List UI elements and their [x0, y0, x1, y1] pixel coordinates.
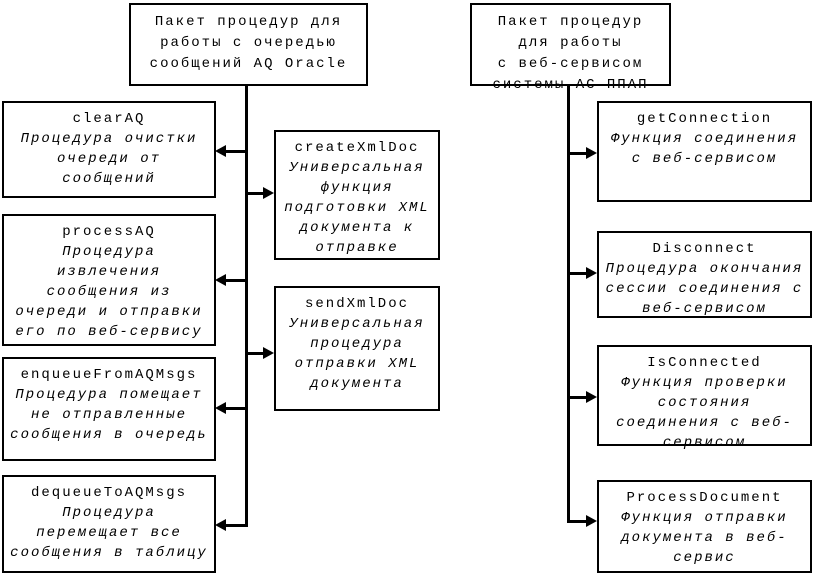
- connector-line: [567, 520, 588, 523]
- arrow-right-icon: [586, 267, 597, 279]
- procedure-box-dequeuetoaqmsgs: dequeueToAQMsgs Процедура перемещает все…: [2, 475, 216, 573]
- package-box-web-service: Пакет процедур для работы с веб-сервисом…: [470, 3, 671, 93]
- procedure-description: Процедура перемещает все сообщения в таб…: [10, 505, 208, 561]
- procedure-box-processaq: processAQ Процедура извлечения сообщения…: [2, 214, 216, 346]
- arrow-right-icon: [263, 347, 274, 359]
- connector-trunk-left: [245, 86, 248, 527]
- procedure-description: Процедура помещает не отправленные сообщ…: [10, 387, 208, 443]
- procedure-box-clearaq: clearAQ Процедура очистки очереди от соо…: [2, 101, 216, 198]
- procedure-title: createXmlDoc: [294, 140, 420, 156]
- procedure-title: clearAQ: [72, 111, 146, 127]
- arrow-left-icon: [215, 402, 226, 414]
- procedure-title: IsConnected: [647, 355, 762, 371]
- procedure-box-sendxmldoc: sendXmlDoc Универсальная процедура отпра…: [274, 286, 440, 411]
- connector-line: [245, 352, 265, 355]
- connector-line: [567, 272, 588, 275]
- procedure-title: processAQ: [62, 224, 156, 240]
- procedure-title: getConnection: [636, 111, 773, 127]
- procedure-box-isconnected: IsConnected Функция проверки состояния с…: [597, 345, 812, 451]
- connector-line: [226, 279, 246, 282]
- procedure-description: Процедура извлечения сообщения из очеред…: [15, 244, 203, 340]
- arrow-left-icon: [215, 274, 226, 286]
- procedure-box-disconnect: Disconnect Процедура окончания сессии со…: [597, 231, 812, 318]
- procedure-description: Универсальная процедура отправки XML док…: [289, 316, 425, 392]
- arrow-right-icon: [263, 187, 274, 199]
- connector-line: [567, 396, 588, 399]
- procedure-box-getconnection: getConnection Функция соединения с веб-с…: [597, 101, 812, 202]
- connector-line: [226, 407, 246, 410]
- connector-trunk-right: [567, 86, 570, 523]
- procedure-description: Процедура очистки очереди от сообщений: [20, 131, 198, 187]
- arrow-left-icon: [215, 145, 226, 157]
- connector-line: [226, 150, 246, 153]
- procedure-title: Disconnect: [652, 241, 757, 257]
- procedure-box-processdocument: ProcessDocument Функция отправки докумен…: [597, 480, 812, 573]
- procedure-title: enqueueFromAQMsgs: [20, 367, 198, 383]
- procedure-title: sendXmlDoc: [304, 296, 409, 312]
- procedure-description: Универсальная функция подготовки XML док…: [284, 160, 430, 256]
- arrow-left-icon: [215, 519, 226, 531]
- arrow-right-icon: [586, 147, 597, 159]
- procedure-description: Функция отправки документа в веб- сервис: [621, 510, 788, 566]
- connector-line: [567, 152, 588, 155]
- procedure-box-createxmldoc: createXmlDoc Универсальная функция подго…: [274, 130, 440, 260]
- package-box-aq-oracle: Пакет процедур для работы с очередью соо…: [129, 3, 368, 86]
- procedure-box-enqueuefromaqmsgs: enqueueFromAQMsgs Процедура помещает не …: [2, 357, 216, 461]
- connector-line: [226, 524, 248, 527]
- procedure-description: Функция проверки состояния соединения с …: [616, 375, 793, 451]
- connector-line: [245, 192, 265, 195]
- procedure-description: Процедура окончания сессии соединения с …: [605, 261, 804, 317]
- arrow-right-icon: [586, 515, 597, 527]
- arrow-right-icon: [586, 391, 597, 403]
- procedure-title: ProcessDocument: [626, 490, 783, 506]
- procedure-title: dequeueToAQMsgs: [30, 485, 188, 501]
- procedure-description: Функция соединения с веб-сервисом: [610, 131, 799, 167]
